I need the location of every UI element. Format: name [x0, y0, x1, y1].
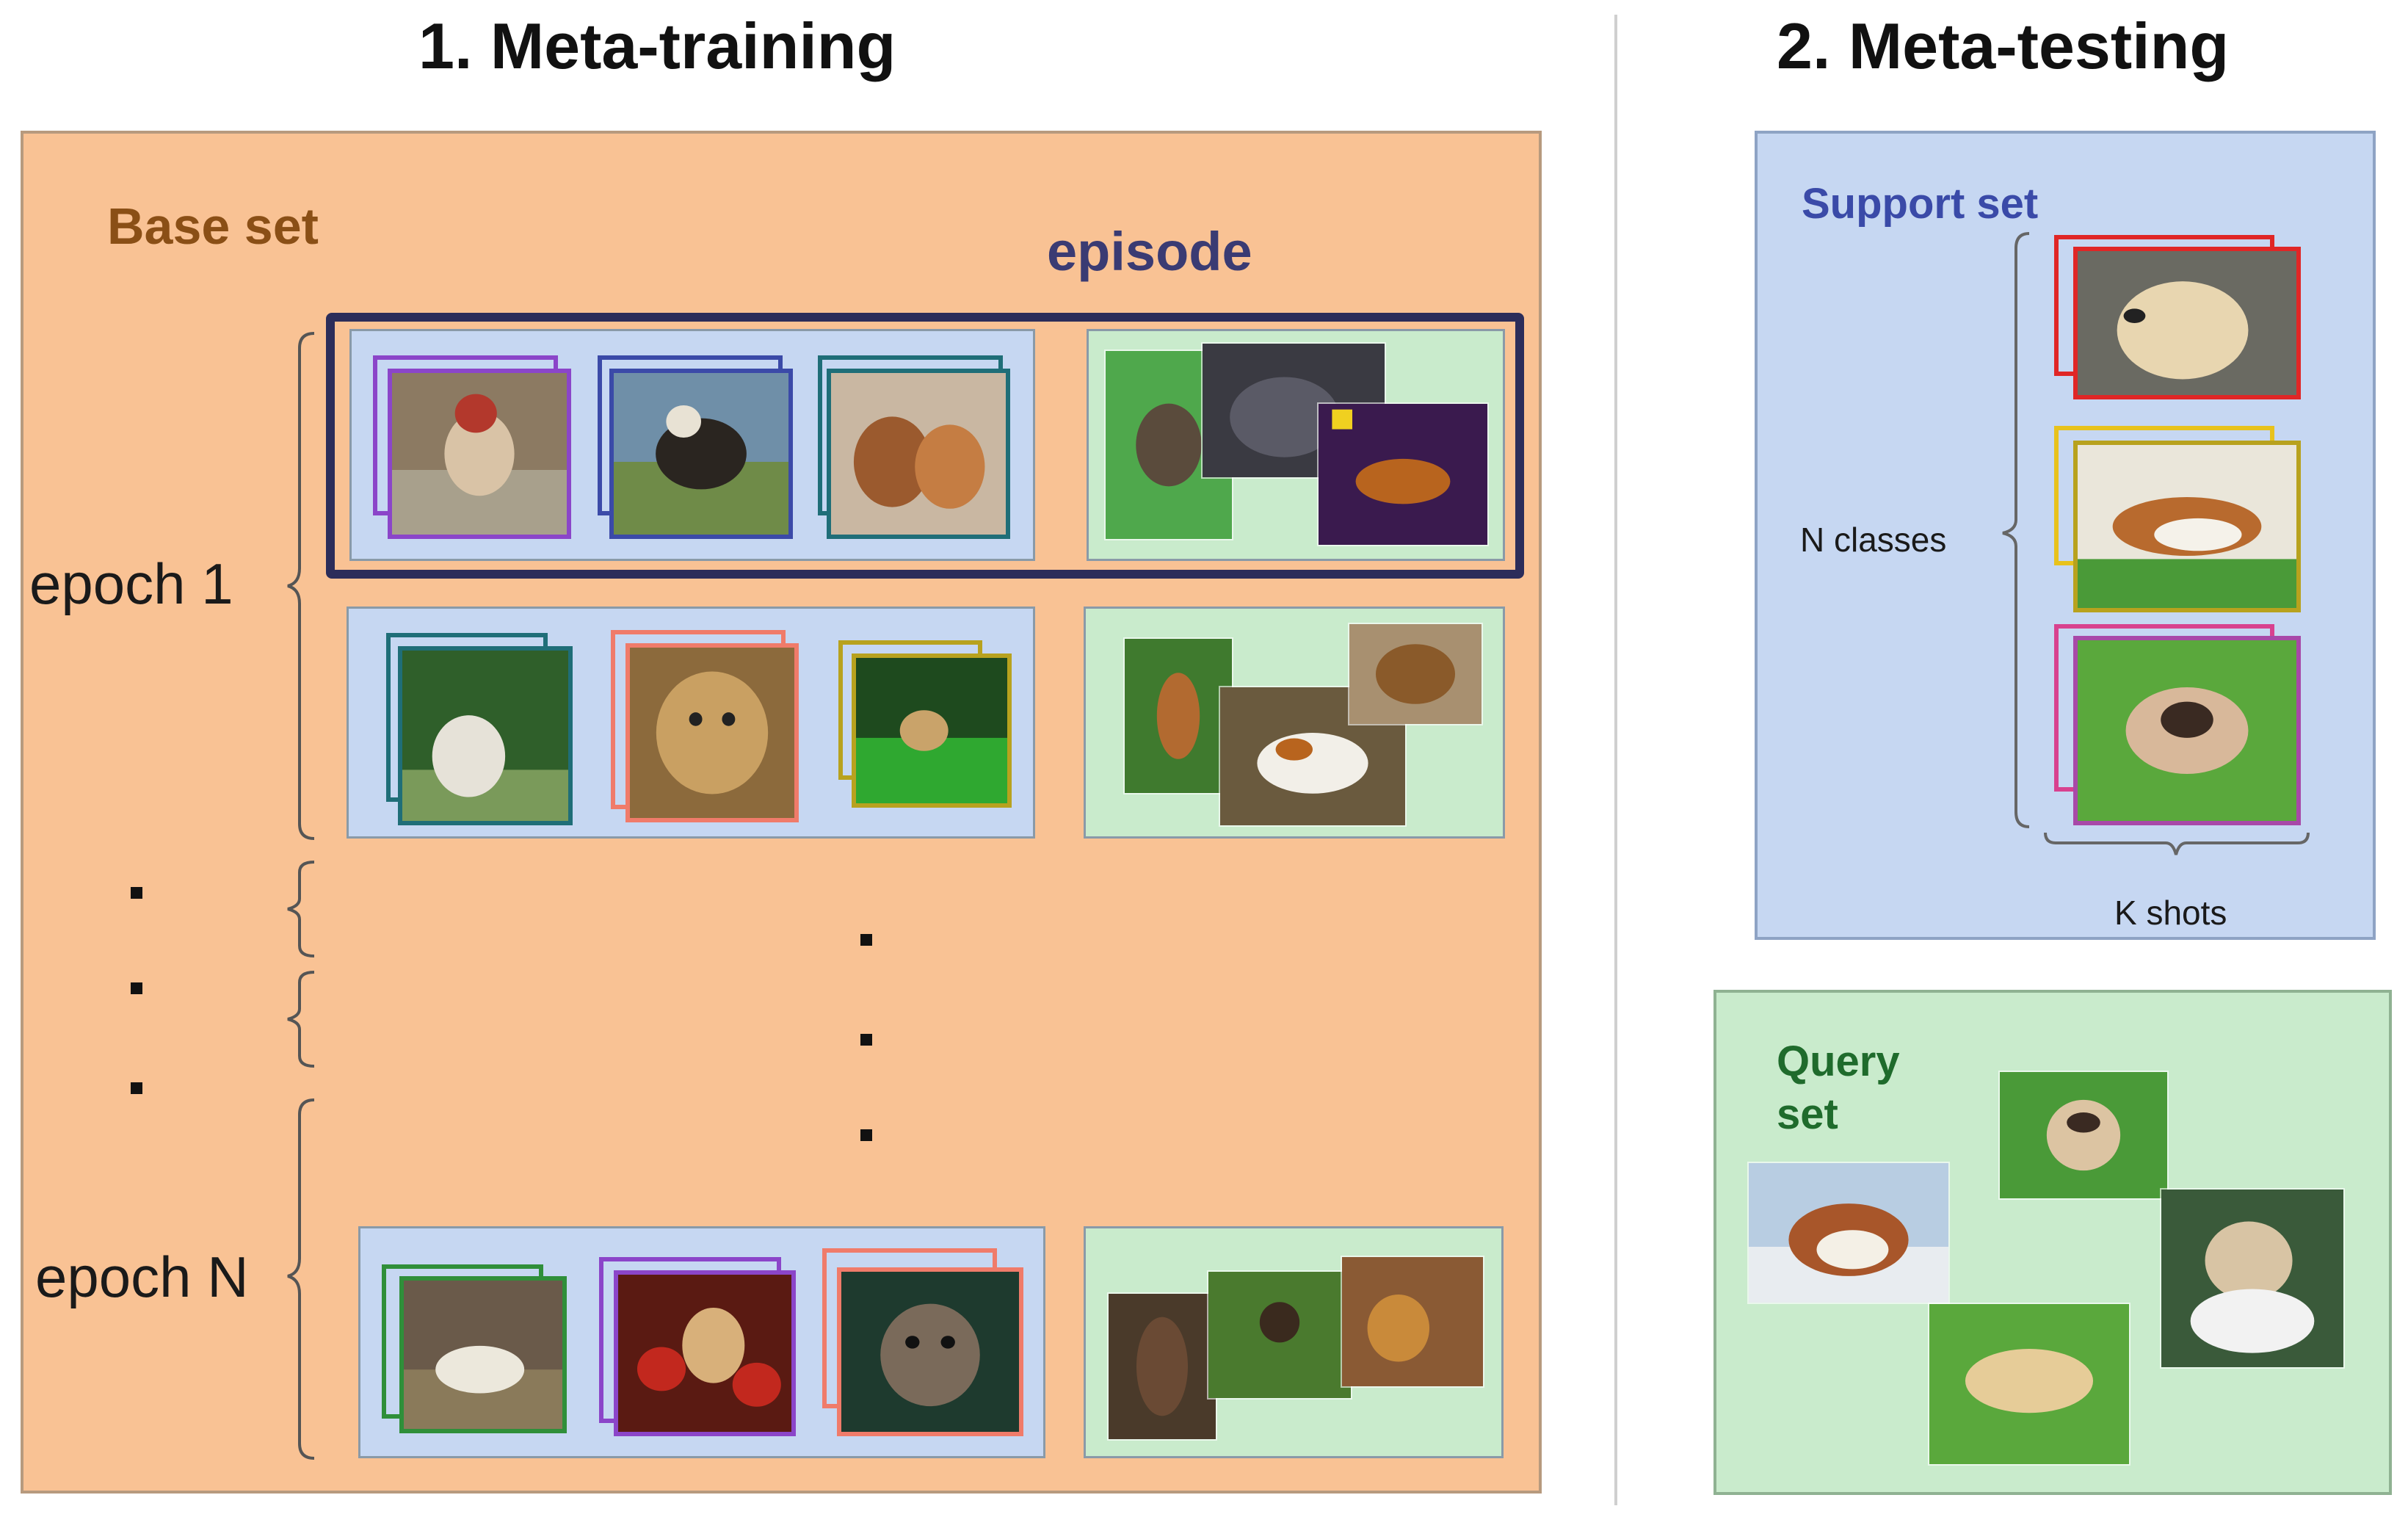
support-set-label: Support set — [1802, 180, 2039, 228]
query-set-label-line1: Query — [1777, 1038, 1900, 1085]
support-dog-photo — [2073, 636, 2301, 825]
ellipsis-dot — [860, 1129, 872, 1141]
query-set-label-line2: set — [1777, 1090, 1838, 1138]
epoch-1-label: epoch 1 — [29, 551, 233, 616]
query-dog-photo — [1348, 623, 1483, 725]
query-dog-photo — [1317, 402, 1489, 546]
query-dog-photo — [1107, 1292, 1217, 1441]
episode-label: episode — [1047, 221, 1252, 282]
dog-photo — [398, 646, 573, 825]
dog-photo — [388, 369, 571, 539]
section-divider — [1614, 15, 1617, 1505]
meta-testing-title: 2. Meta-testing — [1777, 10, 2230, 82]
dog-photo — [852, 653, 1012, 808]
meta-training-title: 1. Meta-training — [418, 10, 896, 82]
ellipsis-dot — [131, 982, 142, 994]
epoch-n-brace — [287, 1098, 315, 1460]
dog-photo — [837, 1267, 1023, 1436]
ellipsis-dot — [131, 1082, 142, 1094]
ellipsis-dot — [131, 887, 142, 899]
epoch-3-brace — [287, 971, 315, 1068]
query-dog-photo — [1123, 637, 1233, 794]
epoch-2-brace — [287, 861, 315, 957]
ellipsis-dot — [860, 1034, 872, 1046]
episode-frame — [326, 313, 1524, 579]
query-dog-photo — [1998, 1071, 2169, 1200]
query-dog-photo — [1928, 1303, 2130, 1466]
n-classes-label: N classes — [1800, 521, 1947, 559]
dog-photo — [614, 1270, 796, 1436]
epoch-1-brace — [287, 332, 315, 840]
dog-photo — [609, 369, 793, 539]
epoch-n-label: epoch N — [35, 1245, 249, 1309]
query-dog-photo — [1747, 1162, 1950, 1304]
n-classes-brace — [2002, 232, 2030, 828]
k-shots-label: K shots — [2114, 894, 2227, 932]
k-shots-brace — [2044, 832, 2310, 855]
ellipsis-dot — [860, 934, 872, 946]
dog-photo — [399, 1276, 567, 1433]
support-dog-photo — [2073, 247, 2301, 399]
dog-photo — [625, 643, 799, 822]
query-dog-photo — [1341, 1256, 1484, 1388]
dog-photo — [827, 369, 1010, 539]
query-dog-photo — [1207, 1270, 1352, 1400]
base-set-label: Base set — [107, 198, 319, 255]
query-dog-photo — [2160, 1188, 2345, 1369]
support-dog-photo — [2073, 441, 2301, 612]
